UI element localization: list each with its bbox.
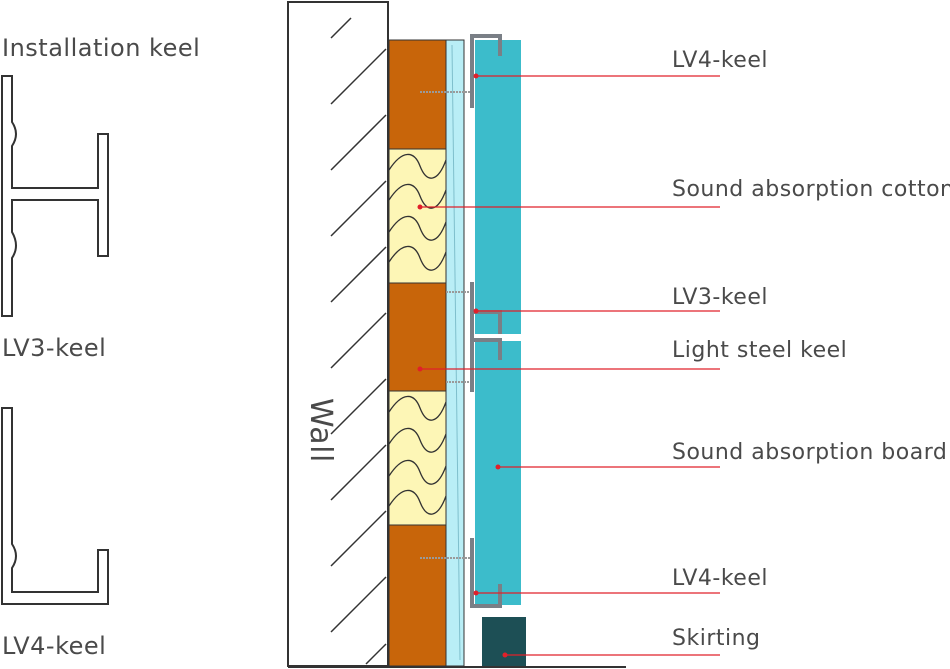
legend-installation-keel-label: Installation keel <box>2 34 200 62</box>
legend-lv4-keel-label: LV4-keel <box>2 632 106 660</box>
lv4-keel-top <box>470 34 502 108</box>
lv3-keel-upper-hook <box>472 310 502 334</box>
wall-hatching <box>330 17 387 665</box>
callout-lv3-keel: LV3-keel <box>672 285 768 310</box>
callout-leaders <box>417 73 720 658</box>
keels <box>470 34 502 608</box>
sound-absorption-board-upper <box>475 40 521 334</box>
callout-skirting: Skirting <box>672 626 761 651</box>
callout-sound-absorption-board: Sound absorption board <box>672 440 947 465</box>
wood-blocks <box>388 39 447 667</box>
skirting-block <box>482 617 526 667</box>
callout-sound-absorption-cotton: Sound absorption cotton <box>672 177 950 202</box>
callout-light-steel-keel: Light steel keel <box>672 338 847 363</box>
light-steel-strip <box>445 39 465 667</box>
wall-label: Wall <box>303 398 338 463</box>
legend-lv3-keel-label: LV3-keel <box>2 334 106 362</box>
wood-block <box>388 282 447 392</box>
cotton-blocks <box>388 148 447 526</box>
wood-block <box>388 39 447 150</box>
wood-block <box>388 524 447 667</box>
lv3-keel-lower-hook <box>472 338 502 360</box>
callout-lv4-keel-bottom: LV4-keel <box>672 566 768 591</box>
screws <box>420 91 470 559</box>
sound-absorption-board-lower <box>475 341 521 605</box>
lv4-keel-bottom <box>470 538 502 608</box>
strip-reflection <box>451 44 461 661</box>
lv3-keel-profile <box>1 75 109 317</box>
wall-block <box>287 1 389 667</box>
lv4-keel-profile <box>1 407 109 605</box>
callout-lv4-keel-top: LV4-keel <box>672 48 768 73</box>
